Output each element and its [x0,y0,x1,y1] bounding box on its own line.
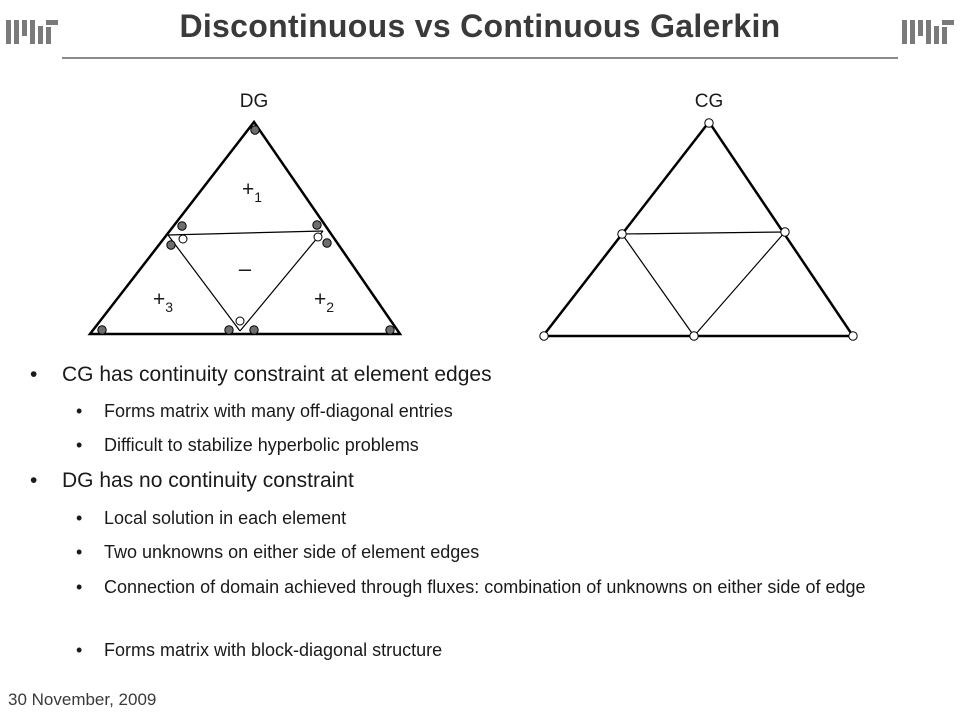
cg-node [704,118,714,128]
cg-inner-edge-left [621,233,695,337]
mit-logo-right [902,20,954,44]
bullet-text: DG has no continuity constraint [62,469,354,492]
cg-node [617,229,627,239]
bullet-dot: • [76,435,83,455]
bullet-item: • Two unknowns on either side of element… [76,542,480,563]
dg-node-open [178,234,188,244]
bullet-text: Local solution in each element [104,508,347,528]
bullet-item: • CG has continuity constraint at elemen… [30,363,492,387]
slide-title: Discontinuous vs Continuous Galerkin [179,8,781,44]
dg-label: DG [240,91,269,112]
dg-node [312,220,322,230]
dg-sign-top: +1 [242,178,262,205]
cg-inner-edge-right [693,231,786,337]
dg-mesh [87,119,403,336]
dg-node [224,325,234,335]
dg-node [385,325,395,335]
cg-node [780,227,790,237]
bullet-dot: • [30,469,38,492]
bullet-text: Two unknowns on either side of element e… [104,542,480,562]
dg-sign-left: +3 [153,288,173,315]
cg-node [848,331,858,341]
dg-node-open [235,316,245,326]
bullet-dot: • [76,401,83,421]
bullet-dot: • [76,577,83,597]
mit-logo-left [6,20,58,44]
dg-nodes [97,125,395,335]
dg-node [177,221,187,231]
dg-node [322,238,332,248]
bullet-item: • DG has no continuity constraint [30,469,354,493]
bullet-item: • Difficult to stabilize hyperbolic prob… [76,435,419,456]
cg-node [539,331,549,341]
dg-outer-triangle [87,119,403,336]
bullet-text: Connection of domain achieved through fl… [104,577,866,597]
slide-date: 30 November, 2009 [8,690,157,709]
bullet-dot: • [76,508,83,528]
bullet-dot: • [30,363,38,386]
title-rule [62,57,898,59]
cg-mesh [540,119,856,338]
cg-node [689,331,699,341]
dg-node [249,325,259,335]
galerkin-diagrams: DG CG +1 – +3 +2 [87,91,858,341]
dg-node [166,240,176,250]
dg-sign-center: – [239,256,252,281]
cg-outer-triangle [540,119,856,338]
cg-nodes [539,118,858,341]
dg-node [250,125,260,135]
bullet-item: • Forms matrix with block-diagonal struc… [76,640,443,661]
bullet-dot: • [76,640,83,660]
dg-inner-edge-right [239,230,324,332]
bullet-item: • Connection of domain achieved through … [76,575,916,599]
bullet-text: CG has continuity constraint at element … [62,363,492,386]
bullet-text: Difficult to stabilize hyperbolic proble… [104,435,419,455]
bullet-dot: • [76,542,83,562]
bullet-item: • Local solution in each element [76,508,347,529]
bullet-item: • Forms matrix with many off-diagonal en… [76,401,453,422]
bullet-text: Forms matrix with many off-diagonal entr… [104,401,453,421]
dg-inner-edge-top [167,230,324,236]
cg-inner-edge-top [621,231,786,235]
bullet-text: Forms matrix with block-diagonal structu… [104,640,443,660]
dg-node [97,325,107,335]
dg-inner-edge-left [167,234,241,332]
cg-label: CG [695,91,724,112]
dg-sign-right: +2 [314,288,334,315]
dg-node-open [313,232,323,242]
